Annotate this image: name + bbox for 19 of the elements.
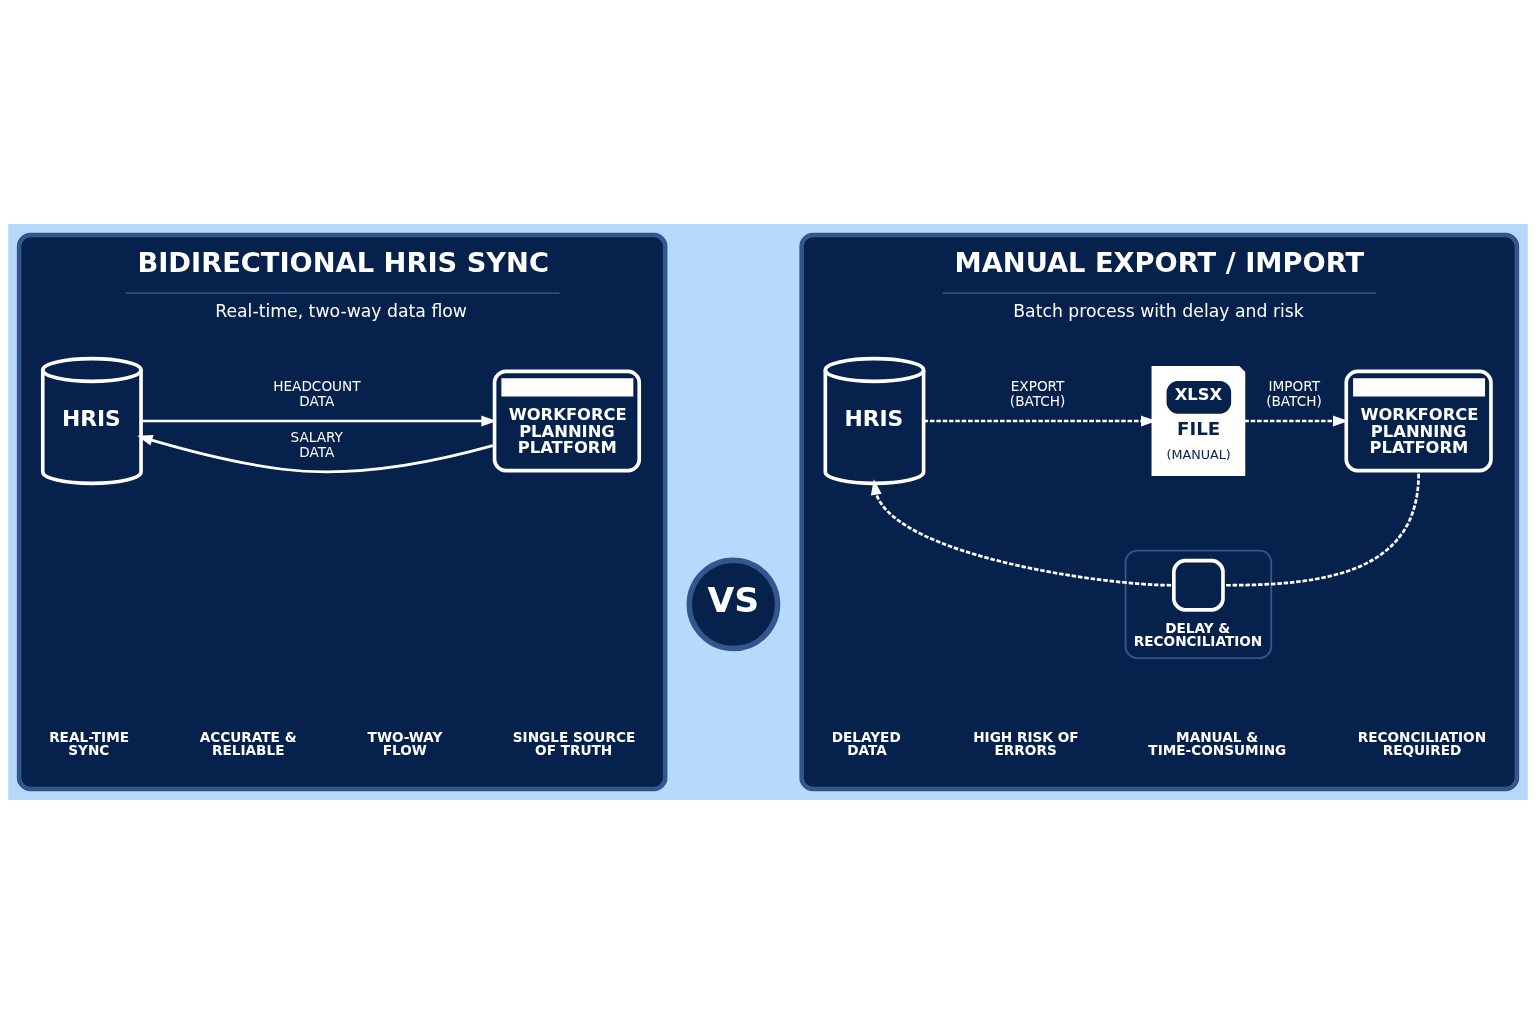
edge-label: HEADCOUNT DATA bbox=[273, 377, 361, 410]
node-text: RECONCILIATION REQUIRED bbox=[1357, 728, 1487, 759]
node-text: MANUAL & TIME-CONSUMING bbox=[1148, 728, 1287, 759]
arrow bbox=[137, 435, 494, 474]
node-text: ACCURATE & RELIABLE bbox=[199, 728, 297, 759]
node-box: DELAY & RECONCILIATION bbox=[1124, 549, 1273, 659]
arrow bbox=[1244, 415, 1349, 427]
edge-label: EXPORT (BATCH) bbox=[1009, 377, 1066, 410]
node-text: TWO-WAY FLOW bbox=[367, 728, 443, 759]
node-text: HIGH RISK OF ERRORS bbox=[973, 728, 1079, 759]
arrow bbox=[870, 479, 1172, 587]
node-text: SINGLE SOURCE OF TRUTH bbox=[512, 728, 636, 759]
edge-label: SALARY DATA bbox=[290, 428, 343, 461]
edge-label: IMPORT (BATCH) bbox=[1266, 377, 1322, 410]
node-text: DELAYED DATA bbox=[831, 728, 901, 759]
arrow bbox=[141, 415, 497, 427]
node-text: REAL-TIME SYNC bbox=[49, 728, 130, 759]
connector bbox=[1225, 473, 1420, 587]
node-circle: VS bbox=[686, 557, 781, 652]
